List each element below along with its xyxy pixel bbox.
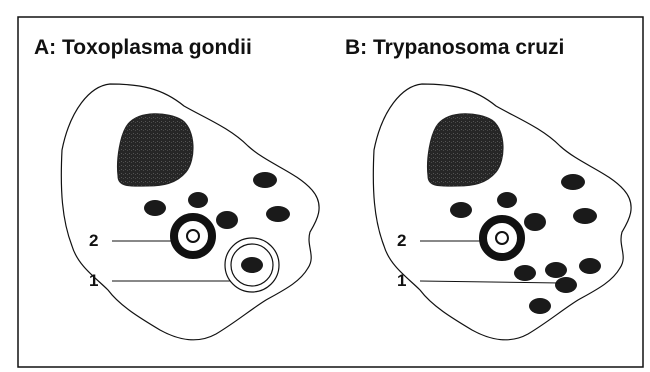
parasite	[241, 257, 263, 273]
parasite	[555, 277, 577, 293]
panel-b-label-1: 1	[397, 271, 406, 291]
panel-a-title: A: Toxoplasma gondii	[34, 36, 252, 60]
granule	[266, 206, 290, 222]
parasite	[529, 298, 551, 314]
panel-a-label-2: 2	[89, 231, 98, 251]
lysosome-granule	[188, 192, 208, 208]
panel-b-label-2: 2	[397, 231, 406, 251]
phagolysosome-ring	[174, 217, 212, 255]
panel-b-title: B: Trypanosoma cruzi	[345, 36, 564, 60]
granule	[573, 208, 597, 224]
granule	[450, 202, 472, 218]
phagolysosome-ring	[483, 219, 521, 257]
host-nucleus	[117, 114, 193, 186]
lysosome-granule	[216, 211, 238, 229]
granule	[579, 258, 601, 274]
panel-a-diagram	[61, 84, 319, 340]
host-nucleus	[427, 114, 503, 186]
granule	[561, 174, 585, 190]
parasite	[514, 265, 536, 281]
granule	[144, 200, 166, 216]
lysosome-granule	[524, 213, 546, 231]
figure-border	[18, 17, 643, 367]
panel-b-diagram	[373, 84, 631, 340]
panel-a-label-1: 1	[89, 271, 98, 291]
lysosome-granule	[497, 192, 517, 208]
leader-line-1	[420, 281, 560, 283]
granule	[253, 172, 277, 188]
parasite	[545, 262, 567, 278]
